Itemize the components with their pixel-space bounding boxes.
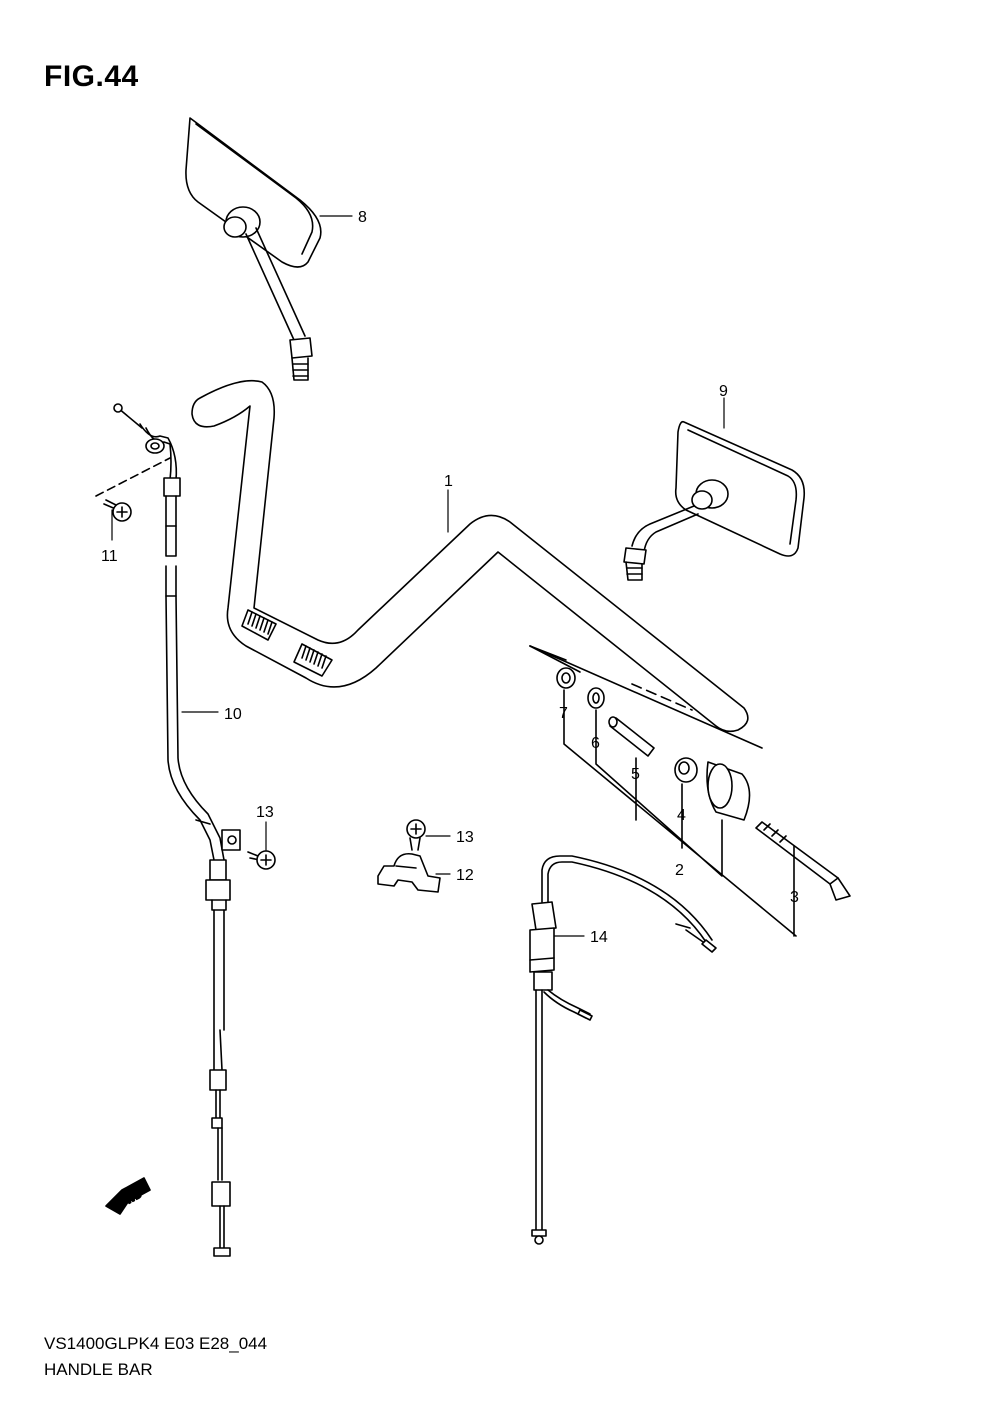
callout-3: 3 [790, 889, 799, 906]
fwd-arrow-icon: FWD [105, 1177, 151, 1215]
callout-8: 8 [358, 209, 367, 226]
callout-11: 11 [101, 548, 118, 565]
callout-9: 9 [719, 383, 728, 400]
callout-6: 6 [591, 735, 600, 752]
screw-13-left [247, 850, 276, 870]
clamp-12 [377, 852, 441, 893]
mirror-left [185, 117, 322, 381]
callout-13-right: 13 [456, 829, 474, 846]
callout-2: 2 [675, 862, 684, 879]
callout-numbers: 1 2 3 4 5 6 7 8 9 10 11 12 13 13 14 [101, 209, 799, 946]
handlebar [191, 379, 749, 733]
callout-13-left: 13 [256, 804, 274, 821]
callout-1: 1 [444, 473, 453, 490]
figure-name: HANDLE BAR [44, 1360, 153, 1379]
figure-title: FIG.44 [44, 60, 139, 93]
screw-11 [95, 457, 171, 522]
callout-4: 4 [677, 807, 686, 824]
callout-5: 5 [631, 766, 640, 783]
screw-13-right [406, 819, 426, 851]
bar-end-parts [529, 645, 851, 937]
throttle-cable [113, 403, 241, 1257]
callout-7: 7 [559, 705, 568, 722]
leader-lines [111, 215, 725, 937]
figure-code: VS1400GLPK4 E03 E28_044 [44, 1334, 268, 1353]
callout-10: 10 [224, 706, 242, 723]
callout-12: 12 [456, 867, 474, 884]
mirror-right [623, 420, 806, 581]
callout-14: 14 [590, 929, 608, 946]
switch-14 [529, 855, 717, 1245]
